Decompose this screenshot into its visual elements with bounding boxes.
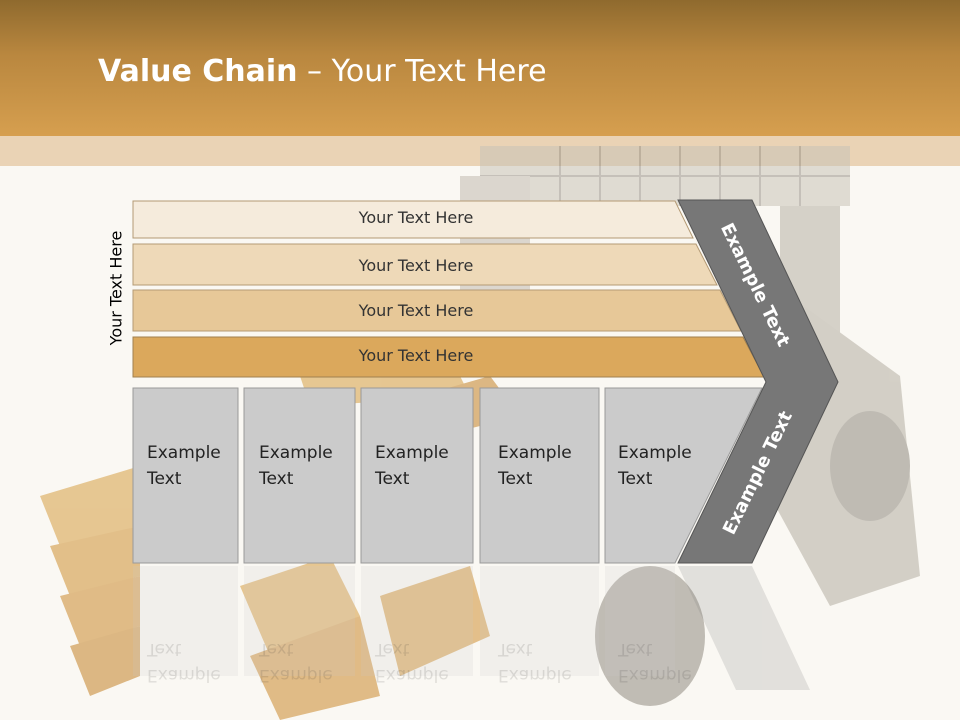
box-line2: Text xyxy=(147,469,182,489)
support-row-label-4: Your Text Here xyxy=(358,346,474,365)
box-line2: Text xyxy=(618,469,653,489)
primary-box-4 xyxy=(479,387,600,564)
support-row-label-3: Your Text Here xyxy=(358,301,474,320)
title-rest: – Your Text Here xyxy=(297,54,547,89)
primary-box-3 xyxy=(360,387,474,564)
box-line2: Text xyxy=(259,469,294,489)
slide-title: Value Chain – Your Text Here xyxy=(98,54,547,89)
support-row-label-2: Your Text Here xyxy=(358,256,474,275)
primary-box-1 xyxy=(132,387,239,564)
primary-box-label-4: Example Text xyxy=(498,440,572,492)
box-line1: Example xyxy=(147,443,221,463)
support-row-2 xyxy=(132,243,718,286)
box-line1: Example xyxy=(618,443,692,463)
margin-chevron xyxy=(677,199,839,564)
primary-box-label-3: Example Text xyxy=(375,440,449,492)
support-row-1 xyxy=(132,200,694,239)
box-line1: Example xyxy=(498,443,572,463)
primary-box-5 xyxy=(604,387,763,564)
header-bar xyxy=(0,0,960,136)
primary-box-label-2: Example Text xyxy=(259,440,333,492)
primary-box-label-1: Example Text xyxy=(147,440,221,492)
reflection xyxy=(133,566,810,690)
primary-box-2 xyxy=(243,387,356,564)
box-line2: Text xyxy=(375,469,410,489)
box-line2: Text xyxy=(498,469,533,489)
box-line1: Example xyxy=(375,443,449,463)
title-bold: Value Chain xyxy=(98,54,298,89)
support-row-label-1: Your Text Here xyxy=(358,208,474,227)
box-line1: Example xyxy=(259,443,333,463)
primary-box-label-5: Example Text xyxy=(618,440,692,492)
